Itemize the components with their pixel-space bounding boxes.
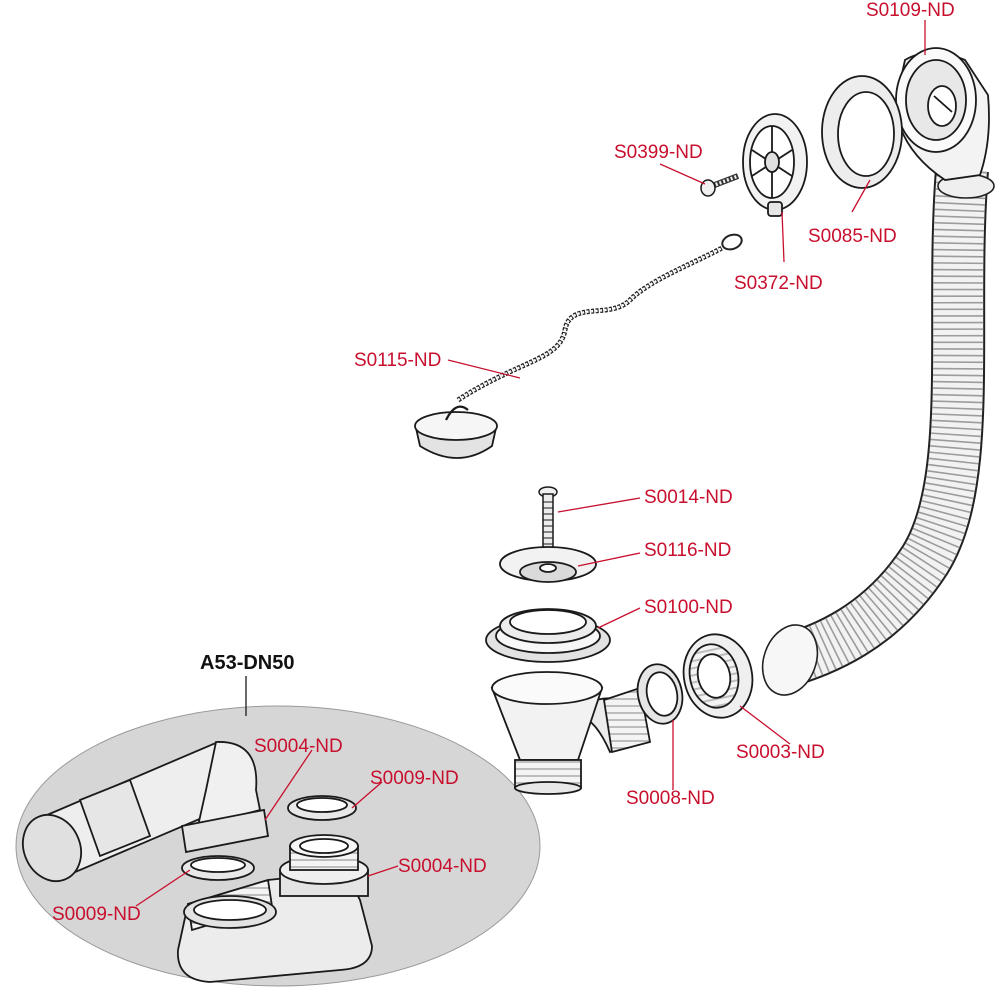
overflow-gasket xyxy=(821,75,903,189)
part-label: S0100-ND xyxy=(644,597,733,618)
part-label: S0115-ND xyxy=(354,350,442,371)
part-label: S0009-ND xyxy=(52,904,141,925)
part-label: S0004-ND xyxy=(254,736,343,757)
hose-nut xyxy=(682,633,754,719)
part-label: S0116-ND xyxy=(644,540,732,561)
part-label: S0003-ND xyxy=(736,742,825,763)
part-label: S0085-ND xyxy=(808,226,897,247)
assembly-title: A53-DN50 xyxy=(200,652,295,674)
waste-flange xyxy=(499,546,597,583)
waste-body xyxy=(490,671,652,795)
overflow-body xyxy=(894,47,990,181)
cover-screw xyxy=(700,173,740,197)
inset-ring-top xyxy=(287,795,357,821)
part-label: S0372-ND xyxy=(734,273,823,294)
corrugated-hose xyxy=(761,167,995,696)
plug xyxy=(414,405,498,459)
part-label: S0109-ND xyxy=(866,0,955,21)
inset-ring-left xyxy=(181,855,255,881)
part-label: S0399-ND xyxy=(614,142,703,163)
waste-washer xyxy=(485,608,611,663)
overflow-cover xyxy=(742,113,808,217)
chain xyxy=(456,233,743,403)
part-label: S0008-ND xyxy=(626,788,715,809)
part-label: S0004-ND xyxy=(398,856,487,877)
leader-lines xyxy=(135,20,926,907)
part-label: S0014-ND xyxy=(644,487,733,508)
hose-seal xyxy=(636,663,684,725)
waste-bolt xyxy=(538,486,558,551)
part-label: S0009-ND xyxy=(370,768,459,789)
trap-assembly xyxy=(22,740,373,983)
